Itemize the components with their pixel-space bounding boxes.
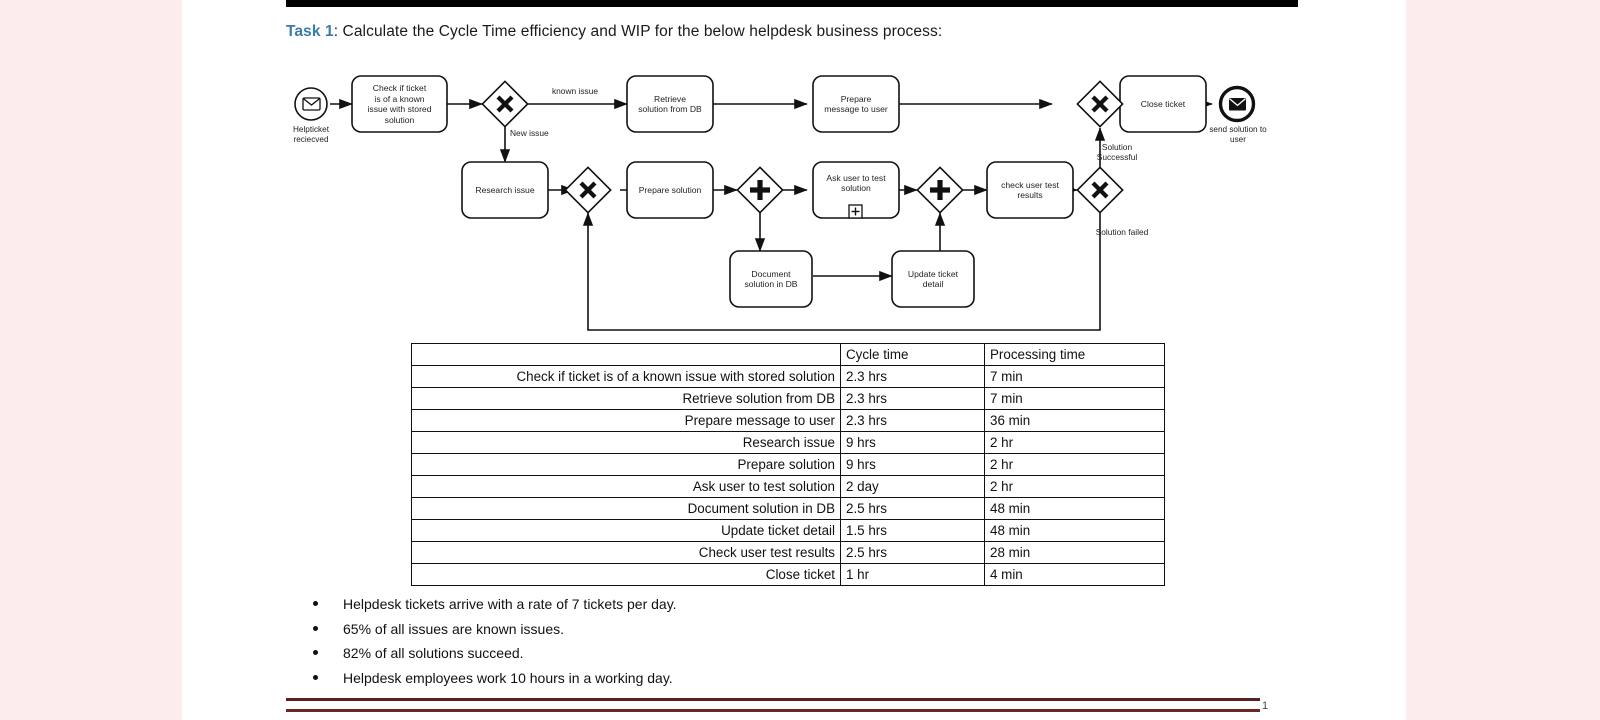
flow-label-solution-failed: Solution failed	[1095, 227, 1149, 237]
list-item: 65% of all issues are known issues.	[313, 621, 1213, 646]
cell-cycle-time: 2.5 hrs	[840, 497, 985, 520]
task-label: Task 1	[286, 23, 334, 40]
list-item-label: 82% of all solutions succeed.	[343, 645, 524, 661]
bullet-dot-icon	[313, 625, 318, 631]
page-number: 1	[1262, 700, 1269, 712]
list-item: Helpdesk employees work 10 hours in a wo…	[313, 670, 1213, 695]
bpmn-diagram: Check if ticket is of a known issue with…	[282, 62, 1292, 342]
cell-activity: Ask user to test solution	[411, 475, 841, 498]
cell-cycle-time: 9 hrs	[840, 431, 985, 454]
cell-processing-time: 2 hr	[984, 431, 1165, 454]
end-event-label: send solution to user	[1209, 125, 1267, 144]
flow-label-solution-successful: Solution Successful	[1096, 142, 1138, 162]
cell-processing-time: 48 min	[984, 519, 1165, 542]
cell-activity: Prepare solution	[411, 453, 841, 476]
cell-activity: Prepare message to user	[411, 409, 841, 432]
col-processing-time: Processing time	[984, 343, 1165, 366]
table-header-row: Cycle time Processing time	[411, 343, 1165, 366]
cell-activity: Document solution in DB	[411, 497, 841, 520]
cell-cycle-time: 2 day	[840, 475, 985, 498]
cell-cycle-time: 1 hr	[840, 563, 985, 586]
flow-label-known-issue: known issue	[551, 86, 599, 96]
cell-processing-time: 2 hr	[984, 453, 1165, 476]
cell-processing-time: 7 min	[984, 387, 1165, 410]
flow-label-new-issue: New issue	[510, 128, 549, 138]
cell-processing-time: 7 min	[984, 365, 1165, 388]
cell-cycle-time: 1.5 hrs	[840, 519, 985, 542]
cell-cycle-time: 2.5 hrs	[840, 541, 985, 564]
cell-cycle-time: 9 hrs	[840, 453, 985, 476]
list-item: 82% of all solutions succeed.	[313, 645, 1213, 670]
bullet-dot-icon	[313, 650, 318, 655]
table-row: Check if ticket is of a known issue with…	[411, 365, 1165, 388]
footer-rule	[286, 698, 1260, 712]
cell-activity: Close ticket	[411, 563, 841, 586]
start-event-label: Helpticket reciecved	[293, 125, 329, 144]
cell-cycle-time: 2.3 hrs	[840, 365, 985, 388]
top-black-bar	[286, 0, 1298, 7]
bpmn-canvas	[294, 75, 1256, 331]
cell-activity: Check if ticket is of a known issue with…	[411, 365, 841, 388]
assumptions-list: Helpdesk tickets arrive with a rate of 7…	[313, 596, 1213, 694]
cell-activity: Update ticket detail	[411, 519, 841, 542]
cell-processing-time: 36 min	[984, 409, 1165, 432]
task-description: : Calculate the Cycle Time efficiency an…	[333, 23, 943, 40]
cell-processing-time: 2 hr	[984, 475, 1165, 498]
start-event-shape	[294, 87, 328, 121]
cell-activity: Check user test results	[411, 541, 841, 564]
cell-cycle-time: 2.3 hrs	[840, 409, 985, 432]
list-item-label: Helpdesk employees work 10 hours in a wo…	[343, 669, 673, 686]
cycle-time-table: Cycle time Processing time Check if tick…	[411, 343, 1165, 586]
list-item-label: 65% of all issues are known issues.	[343, 620, 564, 637]
end-event-shape	[1218, 85, 1256, 123]
cell-cycle-time: 2.3 hrs	[840, 387, 985, 410]
cell-processing-time: 28 min	[984, 541, 1165, 564]
cell-activity: Retrieve solution from DB	[411, 387, 841, 410]
cell-processing-time: 4 min	[984, 563, 1165, 586]
subprocess-plus-icon	[848, 204, 863, 219]
col-cycle-time: Cycle time	[840, 343, 985, 366]
cell-activity: Research issue	[411, 431, 841, 454]
bullet-dot-icon	[313, 674, 318, 680]
cell-processing-time: 48 min	[984, 497, 1165, 520]
col-activity	[411, 343, 841, 366]
table-body: Check if ticket is of a known issue with…	[411, 365, 1165, 586]
list-item: Helpdesk tickets arrive with a rate of 7…	[313, 596, 1213, 621]
bullet-dot-icon	[313, 601, 318, 606]
list-item-label: Helpdesk tickets arrive with a rate of 7…	[343, 596, 677, 612]
page-title: Task 1: Calculate the Cycle Time efficie…	[286, 23, 942, 41]
